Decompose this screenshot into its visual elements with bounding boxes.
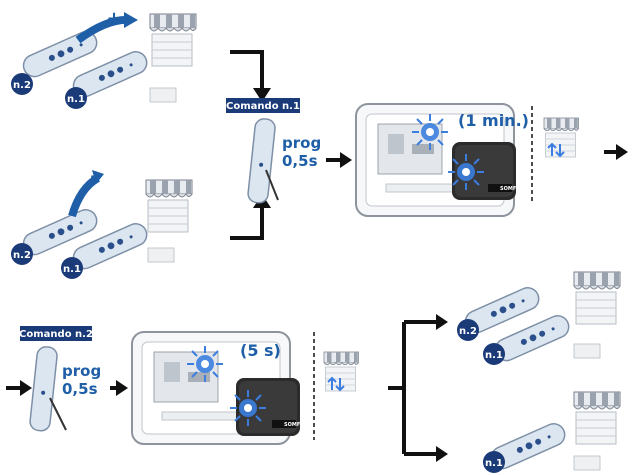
- awning-moving-icon: [324, 352, 359, 391]
- badge-label-n1: n.1: [485, 458, 503, 469]
- brand-label: SOMFY: [284, 422, 304, 428]
- step1-down: [19, 170, 193, 273]
- press-time-label: 0,5s: [282, 152, 318, 170]
- motor-box-icon: [147, 247, 175, 263]
- awning-icon: [573, 271, 621, 325]
- led-burst-icon: [186, 345, 224, 383]
- branch-bracket: [388, 320, 438, 456]
- badge: [457, 319, 479, 341]
- badge: [483, 451, 505, 473]
- command-tag-box: [226, 98, 300, 113]
- awning-icon: [573, 391, 621, 445]
- badge-label-n1: n.1: [485, 350, 503, 361]
- badge: [11, 243, 33, 265]
- awning-moving-icon: [544, 118, 579, 157]
- motor-box-icon: [149, 87, 177, 103]
- command-n2-tag: Comando n.2: [19, 329, 93, 340]
- badge-label-n2: n.2: [459, 326, 477, 337]
- connector-line: [230, 50, 264, 90]
- badge-label-n2: n.2: [13, 80, 31, 91]
- duration-label: (5 s): [240, 341, 281, 360]
- prog-label: prog: [62, 362, 101, 380]
- prog-label: prog: [282, 134, 321, 152]
- command-n1-tag: Comando n.1: [226, 101, 300, 112]
- led-burst-icon: [447, 153, 485, 191]
- paperclip-pin: [265, 169, 279, 201]
- paperclip-pin: [49, 397, 67, 431]
- connector-line: [230, 206, 264, 240]
- remote-fob: [246, 117, 277, 205]
- badge-label-n1: n.1: [67, 94, 85, 105]
- badge: [11, 73, 33, 95]
- step1-up: [19, 12, 197, 103]
- remote-fob: [28, 345, 59, 433]
- plus-sign: +: [106, 8, 121, 29]
- badge: [483, 343, 505, 365]
- badge-label-n1: n.1: [63, 264, 81, 275]
- motor-box-icon: [573, 343, 601, 359]
- badge: [61, 257, 83, 279]
- badge: [65, 87, 87, 109]
- badge-label-n2: n.2: [13, 250, 31, 261]
- awning-icon: [149, 13, 197, 67]
- minus-sign: -: [90, 166, 97, 187]
- curved-arrow-up: [75, 15, 131, 44]
- motor-box-icon: [573, 455, 601, 471]
- command-tag-box: [20, 326, 92, 341]
- awning-icon: [145, 179, 193, 233]
- duration-label: (1 min.): [458, 111, 529, 130]
- press-time-label: 0,5s: [62, 380, 98, 398]
- led-burst-icon: [411, 113, 449, 151]
- brand-label: SOMFY: [500, 186, 520, 192]
- led-burst-icon: [229, 389, 267, 427]
